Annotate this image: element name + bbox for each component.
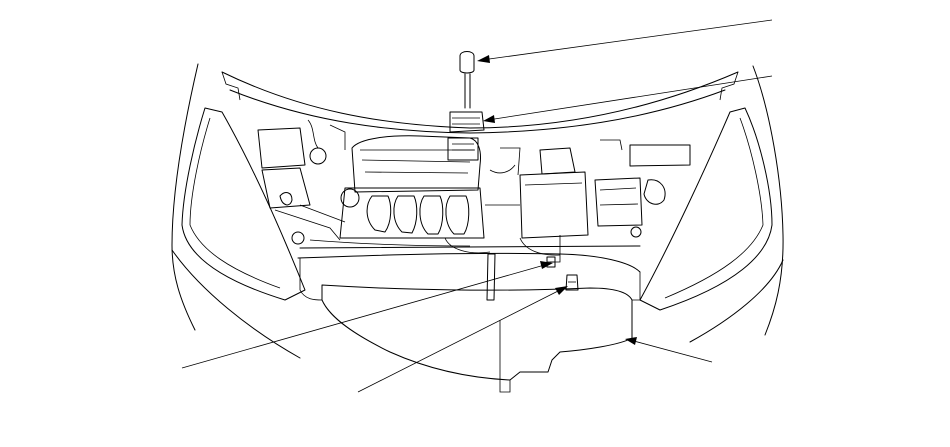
callout-arrow-center-lower (555, 286, 568, 295)
car-body-outline (171, 63, 784, 359)
engine-assembly (257, 111, 691, 301)
left-headlight (181, 107, 306, 301)
callout-leader-dipstick (481, 19, 773, 61)
callout-leaders (181, 19, 773, 393)
dipstick (459, 51, 475, 109)
callout-leader-cover (629, 339, 713, 363)
callout-arrow-tube (483, 115, 495, 123)
lower-cover (297, 252, 641, 393)
callout-arrow-left-lower (540, 261, 553, 269)
center-lower-part (565, 274, 579, 291)
callout-leader-center-lower (357, 287, 565, 393)
callout-arrow-cover (625, 337, 637, 345)
callout-arrow-dipstick (477, 55, 490, 63)
right-headlight (639, 107, 773, 311)
left-lower-part (546, 256, 556, 268)
callout-leader-left-lower (181, 263, 549, 369)
callout-leader-tube (487, 75, 773, 121)
